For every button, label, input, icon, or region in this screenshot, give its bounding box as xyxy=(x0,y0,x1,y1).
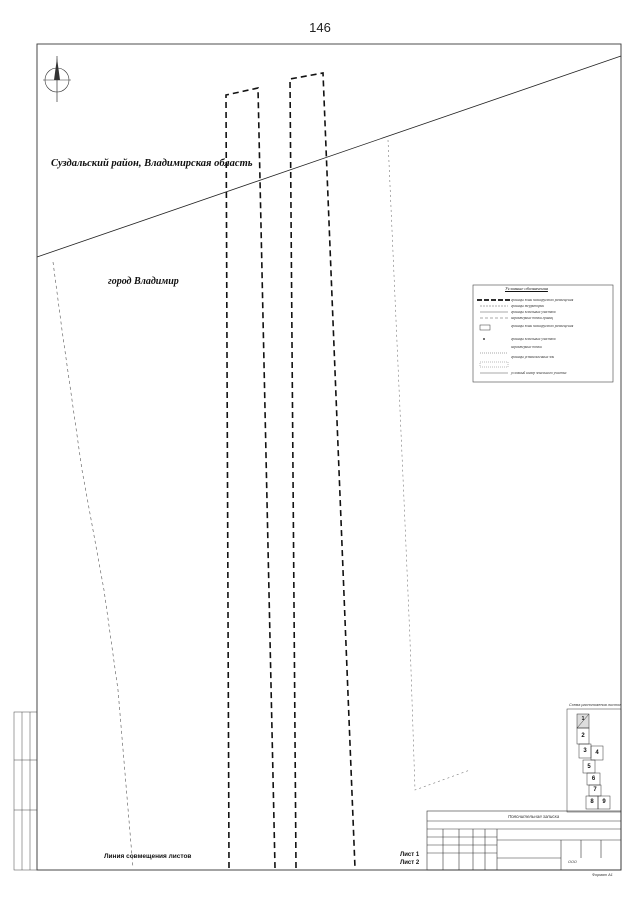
index-sheet-number: 8 xyxy=(590,799,594,805)
sheet-2-label: Лист 2 xyxy=(400,860,420,866)
north-arrow-icon xyxy=(43,56,71,102)
admin-boundary-line xyxy=(36,55,622,258)
index-sheet-number: 5 xyxy=(587,764,591,770)
index-sheet-number: 7 xyxy=(593,787,597,793)
legend-item: характерные точки границ xyxy=(511,316,554,320)
sheet-index-map xyxy=(566,708,622,813)
region-label: Суздальский район, Владимирская область xyxy=(51,158,253,169)
title-block-org: ООО xyxy=(568,860,577,864)
city-dashed-boundary xyxy=(52,261,134,869)
index-sheet-number: 9 xyxy=(602,799,606,805)
index-sheet-number: 3 xyxy=(583,748,587,754)
legend-item: границы территории xyxy=(511,304,545,308)
format-label: Формат А1 xyxy=(592,873,613,877)
page-number: 146 xyxy=(309,20,331,35)
zone-dashed-boundary xyxy=(387,139,471,791)
placement-zone-left xyxy=(225,87,276,869)
legend-item: условный номер земельного участка xyxy=(511,371,567,375)
legend: Условные обозначения границы зоны планир… xyxy=(473,285,613,382)
title-block xyxy=(426,810,622,871)
legend-title: Условные обозначения xyxy=(505,286,548,291)
left-stamp-column xyxy=(13,711,38,871)
index-sheet-number: 1 xyxy=(581,716,585,722)
legend-item: характерные точки xyxy=(511,345,542,349)
legend-item: границы зоны планируемого размещения xyxy=(511,298,574,302)
legend-box xyxy=(472,284,614,383)
joining-line-label: Линия совмещения листов xyxy=(104,853,192,860)
index-sheet-number: 6 xyxy=(591,776,596,782)
legend-item: границы зоны планируемого размещения xyxy=(511,324,574,328)
sheet-1-label: Лист 1 xyxy=(400,852,420,858)
index-sheet-number: 4 xyxy=(595,750,599,756)
placement-zone-right xyxy=(289,72,356,869)
index-sheet-number: 2 xyxy=(581,733,585,739)
title-block-stamp: Пояснительная записка xyxy=(508,814,560,819)
city-label: город Владимир xyxy=(108,276,179,287)
index-map-caption: Схема расположения листов xyxy=(569,703,622,707)
legend-item: границы земельных участков xyxy=(511,310,556,314)
legend-item: границы установленных зон xyxy=(511,355,555,359)
legend-item: границы земельных участков xyxy=(511,337,556,341)
